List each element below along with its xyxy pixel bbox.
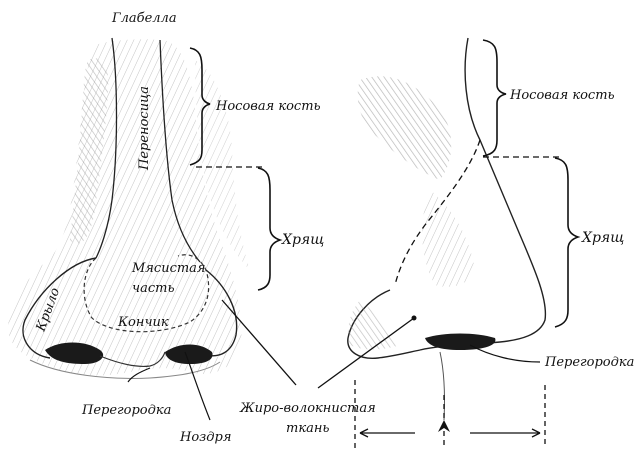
side-brace-nasal-bone	[483, 40, 506, 156]
side-eye-shading	[358, 76, 452, 180]
side-brace-cartilage	[555, 158, 578, 327]
side-fibrofatty-leader-dot	[412, 316, 417, 321]
side-profile-line	[420, 38, 545, 350]
side-cheek-shading	[422, 190, 475, 287]
label-bridge: Переносица	[137, 86, 152, 171]
front-view-drawing	[8, 38, 296, 420]
label-nostril: Ноздря	[179, 430, 231, 445]
label-glabella: Глабелла	[111, 11, 177, 26]
label-fleshy-line2: часть	[132, 281, 175, 296]
side-lip-line	[440, 352, 445, 420]
label-front-septum: Перегородка	[81, 403, 171, 418]
label-side-septum: Перегородка	[544, 355, 634, 370]
front-brace-cartilage	[258, 168, 280, 290]
label-front-nasal-bone: Носовая кость	[215, 99, 321, 114]
side-alar-shading	[348, 300, 400, 350]
label-tip: Кончик	[117, 315, 169, 330]
label-front-cartilage: Хрящ	[281, 232, 324, 248]
label-fibrofatty-line2: ткань	[286, 421, 329, 436]
label-fibrofatty-line1: Жиро-волокнистая	[239, 401, 376, 416]
measure-up-arrow	[438, 420, 450, 432]
label-fleshy-line1: Мясистая	[131, 261, 206, 276]
label-side-cartilage: Хрящ	[581, 230, 624, 246]
side-labels: Носовая кость Хрящ Перегородка	[509, 88, 634, 370]
label-side-nasal-bone: Носовая кость	[509, 88, 615, 103]
